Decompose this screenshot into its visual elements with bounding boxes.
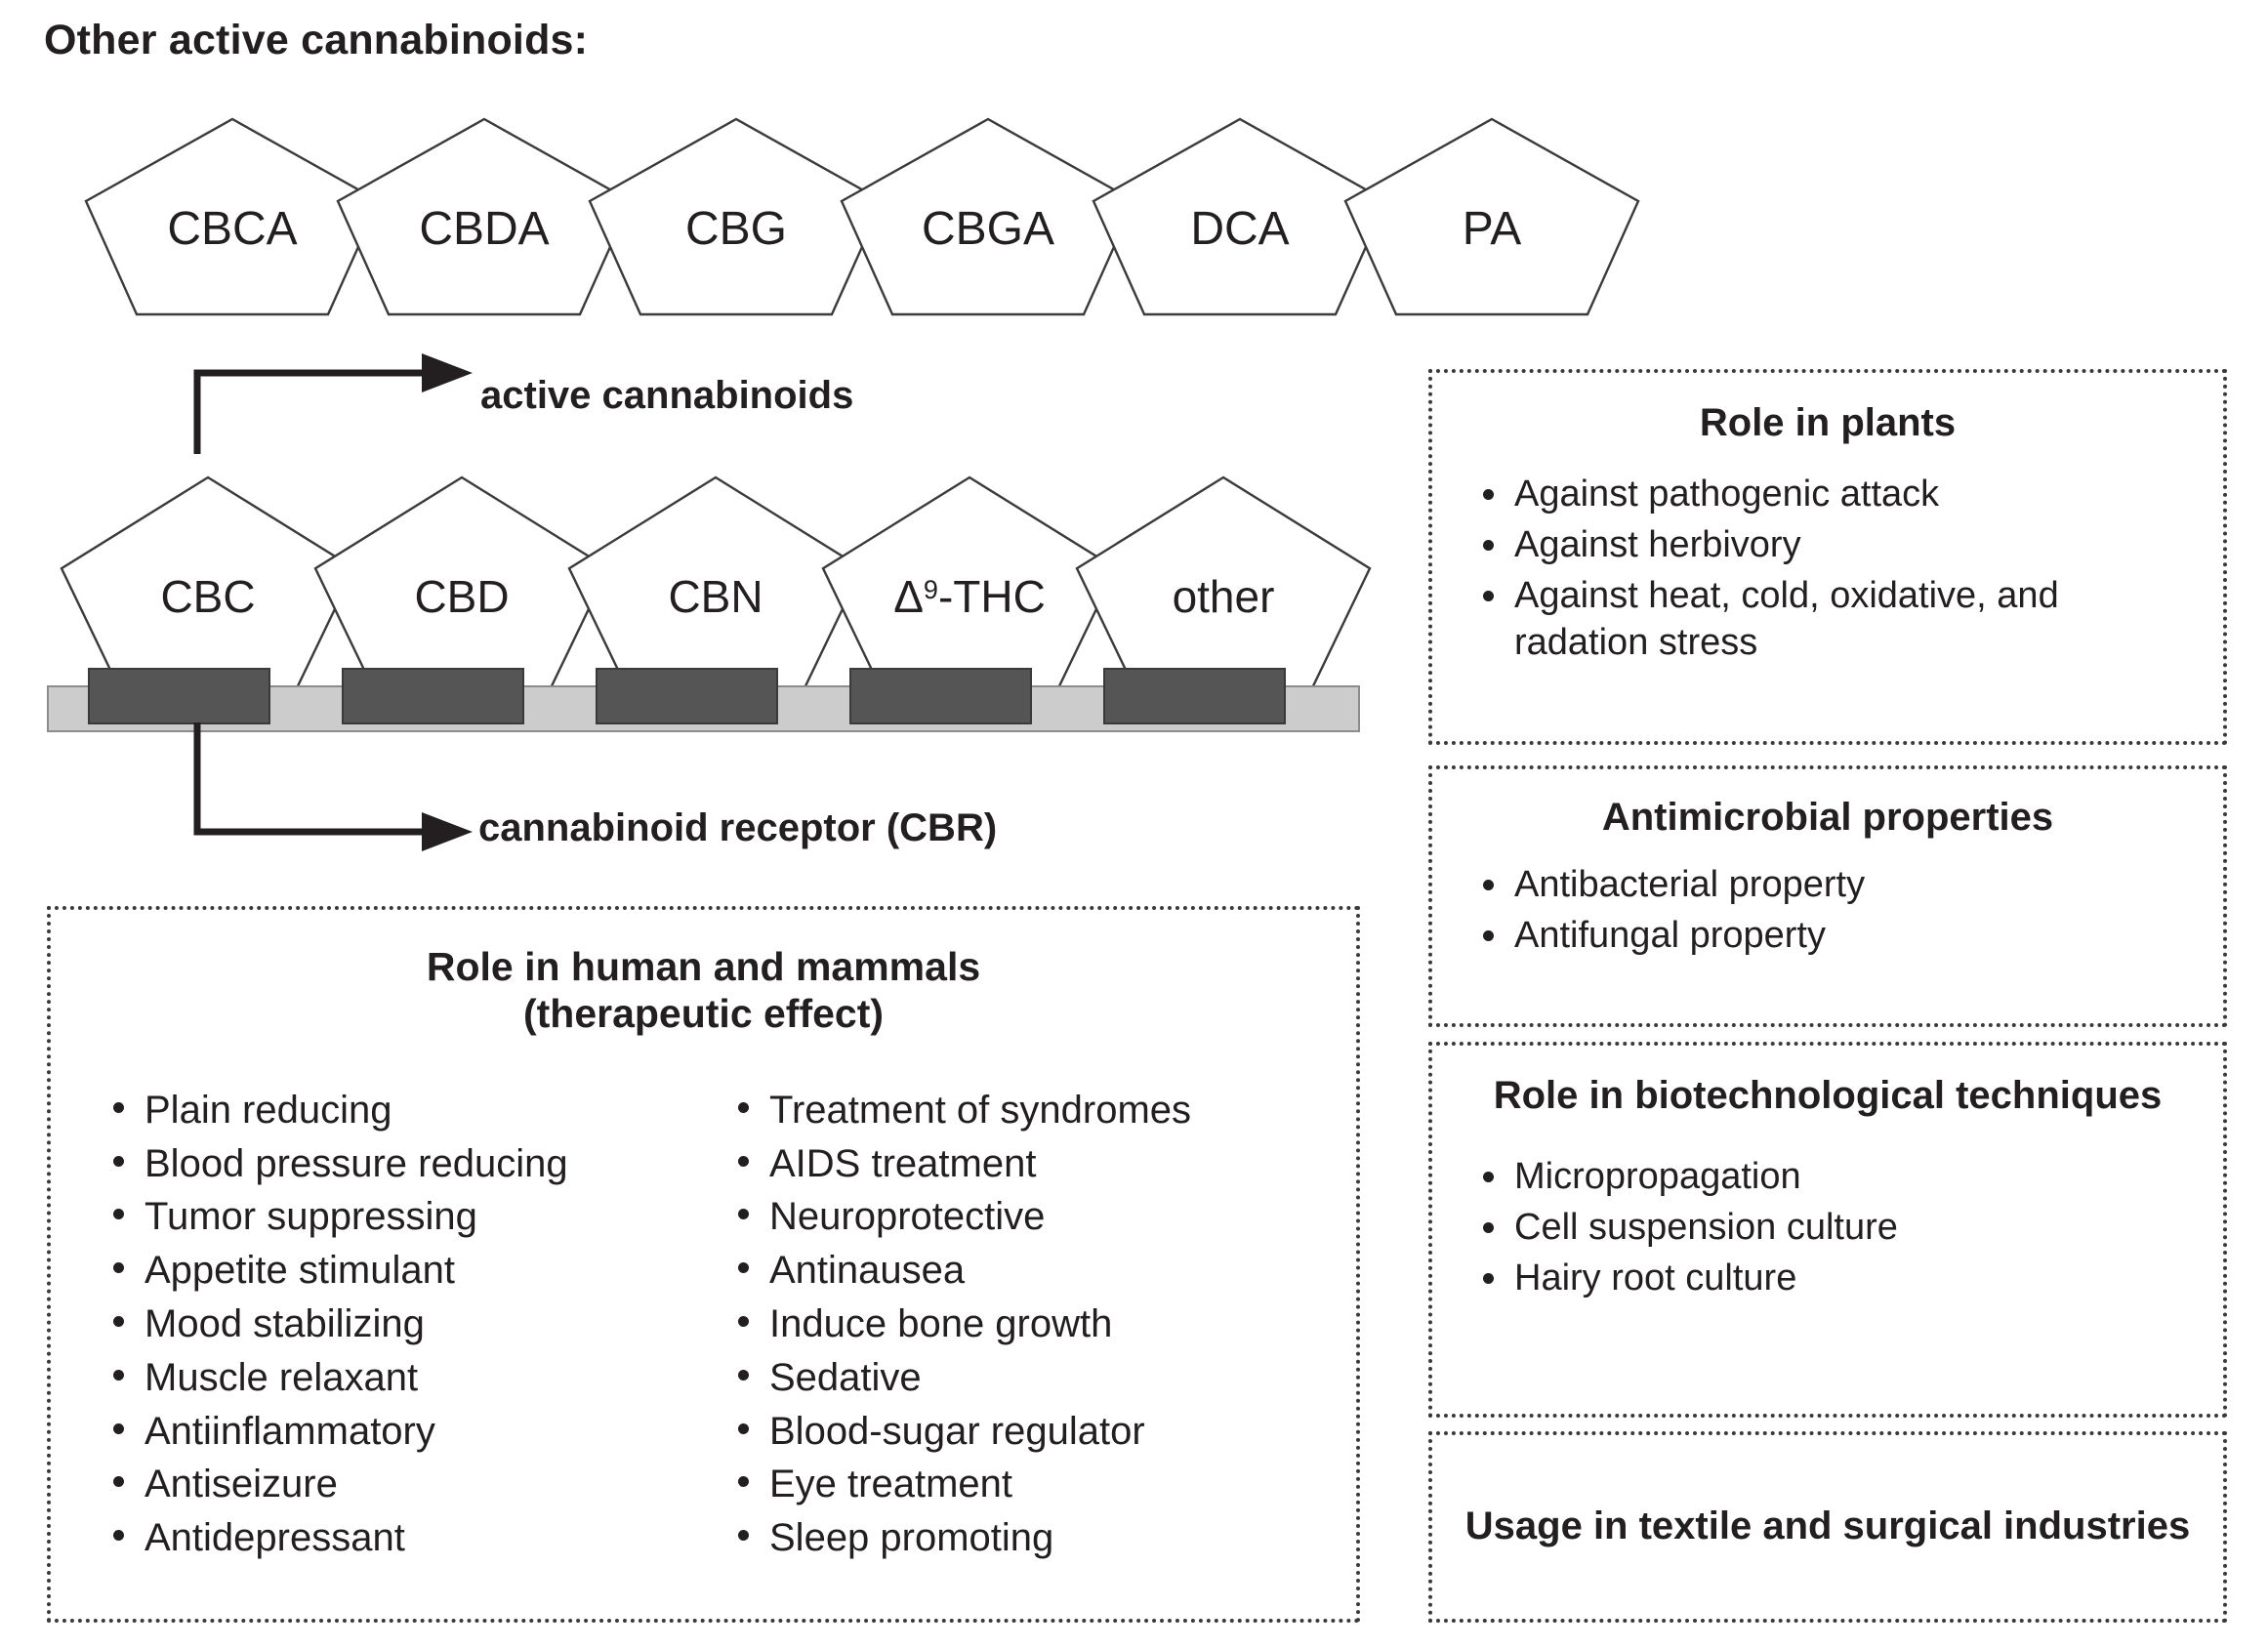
list-item: Treatment of syndromes (721, 1085, 1191, 1136)
pentagon-cbg (588, 117, 885, 316)
list-item: Plain reducing (96, 1085, 721, 1136)
page-title: Other active cannabinoids: (44, 17, 589, 63)
list-item: Micropropagation (1465, 1154, 2190, 1201)
receptor-block (596, 668, 778, 724)
panel-role-in-biotechnological-techniques: Role in biotechnological techniques Micr… (1428, 1042, 2227, 1418)
list-item: Antidepressant (96, 1512, 721, 1564)
receptor-block (849, 668, 1032, 724)
active-cannabinoids-label: active cannabinoids (480, 374, 854, 417)
list-item: Antinausea (721, 1245, 1191, 1297)
list-item: Induce bone growth (721, 1299, 1191, 1350)
list-item: Muscle relaxant (96, 1352, 721, 1404)
panel-role-in-human-and-mammals: Role in human and mammals (therapeutic e… (47, 906, 1360, 1623)
pentagon-cbga (840, 117, 1136, 316)
list-item: Antibacterial property (1465, 862, 2190, 909)
panel-usage-in-textile-and-surgical-industries: Usage in textile and surgical industries (1428, 1431, 2227, 1623)
panel-therapeutic-title-line2: (therapeutic effect) (522, 991, 885, 1037)
list-item: Blood-sugar regulator (721, 1406, 1191, 1458)
receptor-block (88, 668, 270, 724)
list-item: Sedative (721, 1352, 1191, 1404)
active-cannabinoids-arrow (193, 353, 473, 454)
panel-plants-title: Role in plants (1699, 401, 1957, 444)
top-pentagon-row: CBCA CBDA CBG CBGA DCA PA (84, 117, 1640, 316)
cannabinoid-receptor-label: cannabinoid receptor (CBR) (478, 806, 998, 849)
pentagon-label: other (1173, 571, 1275, 622)
pentagon-label: CBD (414, 571, 509, 622)
list-item: AIDS treatment (721, 1138, 1191, 1190)
pentagon-label: CBGA (922, 203, 1054, 255)
panel-therapeutic-title-line1: Role in human and mammals (426, 944, 981, 989)
list-item: Hairy root culture (1465, 1256, 2190, 1302)
list-item: Tumor suppressing (96, 1191, 721, 1243)
panel-antimicrobial-properties: Antimicrobial properties Antibacterial p… (1428, 765, 2227, 1027)
list-item: Antiseizure (96, 1459, 721, 1510)
pentagon-label: CBCA (167, 203, 297, 255)
list-item: Eye treatment (721, 1459, 1191, 1510)
list-item: Mood stabilizing (96, 1299, 721, 1350)
panel-role-in-plants: Role in plants Against pathogenic attack… (1428, 369, 2227, 745)
panel-biotech-title: Role in biotechnological techniques (1493, 1074, 2163, 1117)
pentagon-label: PA (1463, 203, 1521, 255)
list-item: Cell suspension culture (1465, 1205, 2190, 1252)
list-item: Neuroprotective (721, 1191, 1191, 1243)
pentagon-pa (1343, 117, 1640, 316)
pentagon-dca (1092, 117, 1388, 316)
pentagon-label: CBN (668, 571, 763, 622)
list-item: Antifungal property (1465, 913, 2190, 960)
list-item: Against pathogenic attack (1465, 472, 2190, 518)
pentagon-label: Δ9-THC (893, 571, 1046, 622)
pentagon-label: CBDA (419, 203, 549, 255)
receptor-block (342, 668, 524, 724)
list-item: Antiinflammatory (96, 1406, 721, 1458)
bottom-pentagon-row: CBC CBD CBN Δ9-THC other (60, 475, 1372, 696)
pentagon-label: DCA (1190, 203, 1289, 255)
receptor-block (1103, 668, 1286, 724)
panel-therapeutic-title: Role in human and mammals (therapeutic e… (51, 943, 1356, 1038)
pentagon-label: CBG (685, 203, 787, 255)
panel-antimicrobial-title: Antimicrobial properties (1601, 796, 2054, 839)
list-item: Against herbivory (1465, 522, 2190, 569)
list-item: Sleep promoting (721, 1512, 1191, 1564)
cannabinoid-receptor-arrow (193, 722, 473, 851)
panel-textile-title: Usage in textile and surgical industries (1464, 1505, 2191, 1548)
pentagon-label: CBC (160, 571, 255, 622)
list-item: Against heat, cold, oxidative, and radat… (1465, 573, 2190, 667)
list-item: Appetite stimulant (96, 1245, 721, 1297)
pentagon-cbda (336, 117, 633, 316)
list-item: Blood pressure reducing (96, 1138, 721, 1190)
cell-membrane-bar (47, 668, 1360, 732)
pentagon-cbca (84, 117, 381, 316)
